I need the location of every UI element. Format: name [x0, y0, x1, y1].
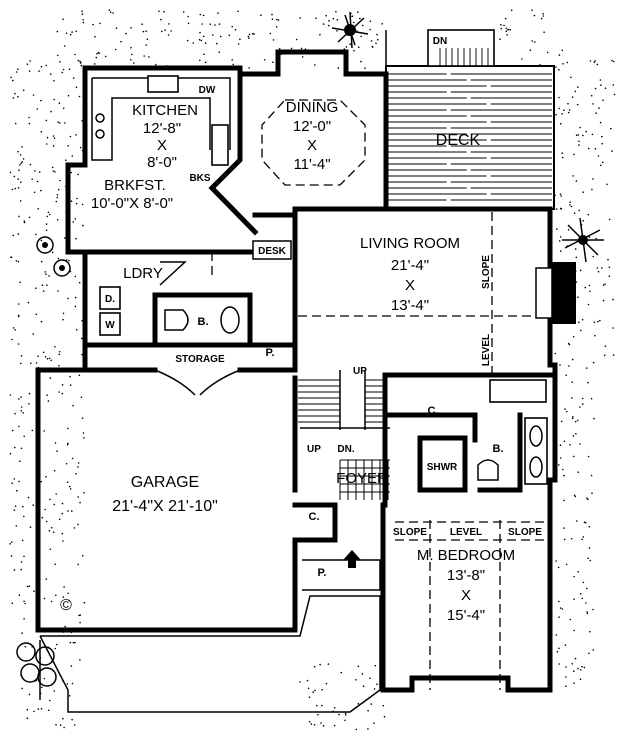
- copyright-mark: ©: [60, 597, 72, 614]
- stairs: [298, 370, 390, 500]
- living-x: X: [405, 277, 415, 294]
- stairs-up-label-2: UP: [307, 444, 321, 455]
- dining-dim1: 12'-0": [293, 118, 331, 135]
- foyer-name: FOYER: [336, 470, 388, 487]
- brkfst-dims: 10'-0"X 8'-0": [91, 195, 173, 212]
- kitchen-counters: [91, 75, 231, 166]
- dw-label: DW: [199, 85, 216, 96]
- kitchen-name: KITCHEN: [132, 102, 198, 119]
- kitchen-x: X: [157, 137, 167, 154]
- storage-label: STORAGE: [175, 354, 225, 365]
- ceiling-lines: [211, 212, 548, 690]
- washer-label: W: [105, 320, 115, 331]
- closet2-label: C.: [309, 511, 320, 523]
- bedroom-name: M. BEDROOM: [417, 547, 515, 564]
- bath2-label: B.: [493, 443, 504, 455]
- entry: [302, 550, 381, 591]
- room-label-kitchen: KITCHEN 12'-8" X 8'-0": [132, 102, 198, 171]
- bath2-fixtures: [477, 379, 548, 485]
- entry-arrow-icon: [343, 550, 361, 568]
- living-name: LIVING ROOM: [360, 235, 460, 252]
- kitchen-dim2: 8'-0": [147, 154, 177, 171]
- bath1-label: B.: [198, 316, 209, 328]
- pantry1-label: P.: [266, 347, 275, 359]
- room-label-dining: DINING 12'-0" X 11'-4": [286, 99, 339, 173]
- deck-dn-label: DN: [433, 36, 447, 47]
- fireplace: [535, 262, 576, 324]
- shrub-icon: [562, 217, 604, 263]
- ldry-label: LDRY: [123, 265, 163, 282]
- shwr-label: SHWR: [427, 462, 458, 473]
- brkfst-name: BRKFST.: [104, 177, 166, 194]
- room-label-living: LIVING ROOM 21'-4" X 13'-4": [360, 235, 460, 314]
- desk-label: DESK: [258, 246, 287, 257]
- bath1-fixtures: [164, 306, 240, 334]
- slope-bed-right-label: SLOPE: [508, 527, 542, 538]
- dryer-label: D.: [105, 294, 115, 305]
- dining-x: X: [307, 137, 317, 154]
- room-label-garage: GARAGE 21'-4"X 21'-10": [112, 474, 218, 515]
- shrub-icon: [36, 236, 71, 277]
- room-label-bedroom: M. BEDROOM 13'-8" X 15'-4": [417, 547, 515, 624]
- kitchen-dim1: 12'-8": [143, 120, 181, 137]
- interior-walls: [82, 71, 553, 543]
- landscape-stipple: [9, 9, 616, 731]
- dining-dim2: 11'-4": [293, 156, 330, 173]
- bedroom-x: X: [461, 587, 471, 604]
- slope-living-label: SLOPE: [481, 255, 492, 289]
- level-bed-label: LEVEL: [450, 527, 482, 538]
- deck: [385, 29, 555, 210]
- slope-bed-left-label: SLOPE: [393, 527, 427, 538]
- laundry-fixtures: [99, 261, 187, 336]
- dining-table-outline: [261, 99, 366, 186]
- bedroom-dim2: 15'-4": [447, 607, 485, 624]
- bedroom-dim1: 13'-8": [447, 567, 485, 584]
- stairs-dn-label: DN.: [337, 444, 354, 455]
- shrub-icon: [331, 11, 369, 49]
- garage-name: GARAGE: [131, 474, 199, 491]
- stairs-up-label: UP: [353, 366, 367, 377]
- bks-label: BKS: [189, 173, 210, 184]
- walkway: [39, 595, 381, 713]
- dining-name: DINING: [286, 99, 339, 116]
- deck-name: DECK: [436, 132, 481, 149]
- room-label-brkfst: BRKFST. 10'-0"X 8'-0": [91, 177, 173, 212]
- living-dim2: 13'-4": [391, 297, 429, 314]
- level-living-label: LEVEL: [481, 334, 492, 366]
- closet1-label: C.: [428, 405, 439, 417]
- garage-door-swing: [154, 369, 241, 396]
- garage-dims: 21'-4"X 21'-10": [112, 498, 218, 515]
- shrub-icon: [16, 642, 57, 687]
- pantry2-label: P.: [318, 567, 327, 579]
- living-dim1: 21'-4": [391, 257, 429, 274]
